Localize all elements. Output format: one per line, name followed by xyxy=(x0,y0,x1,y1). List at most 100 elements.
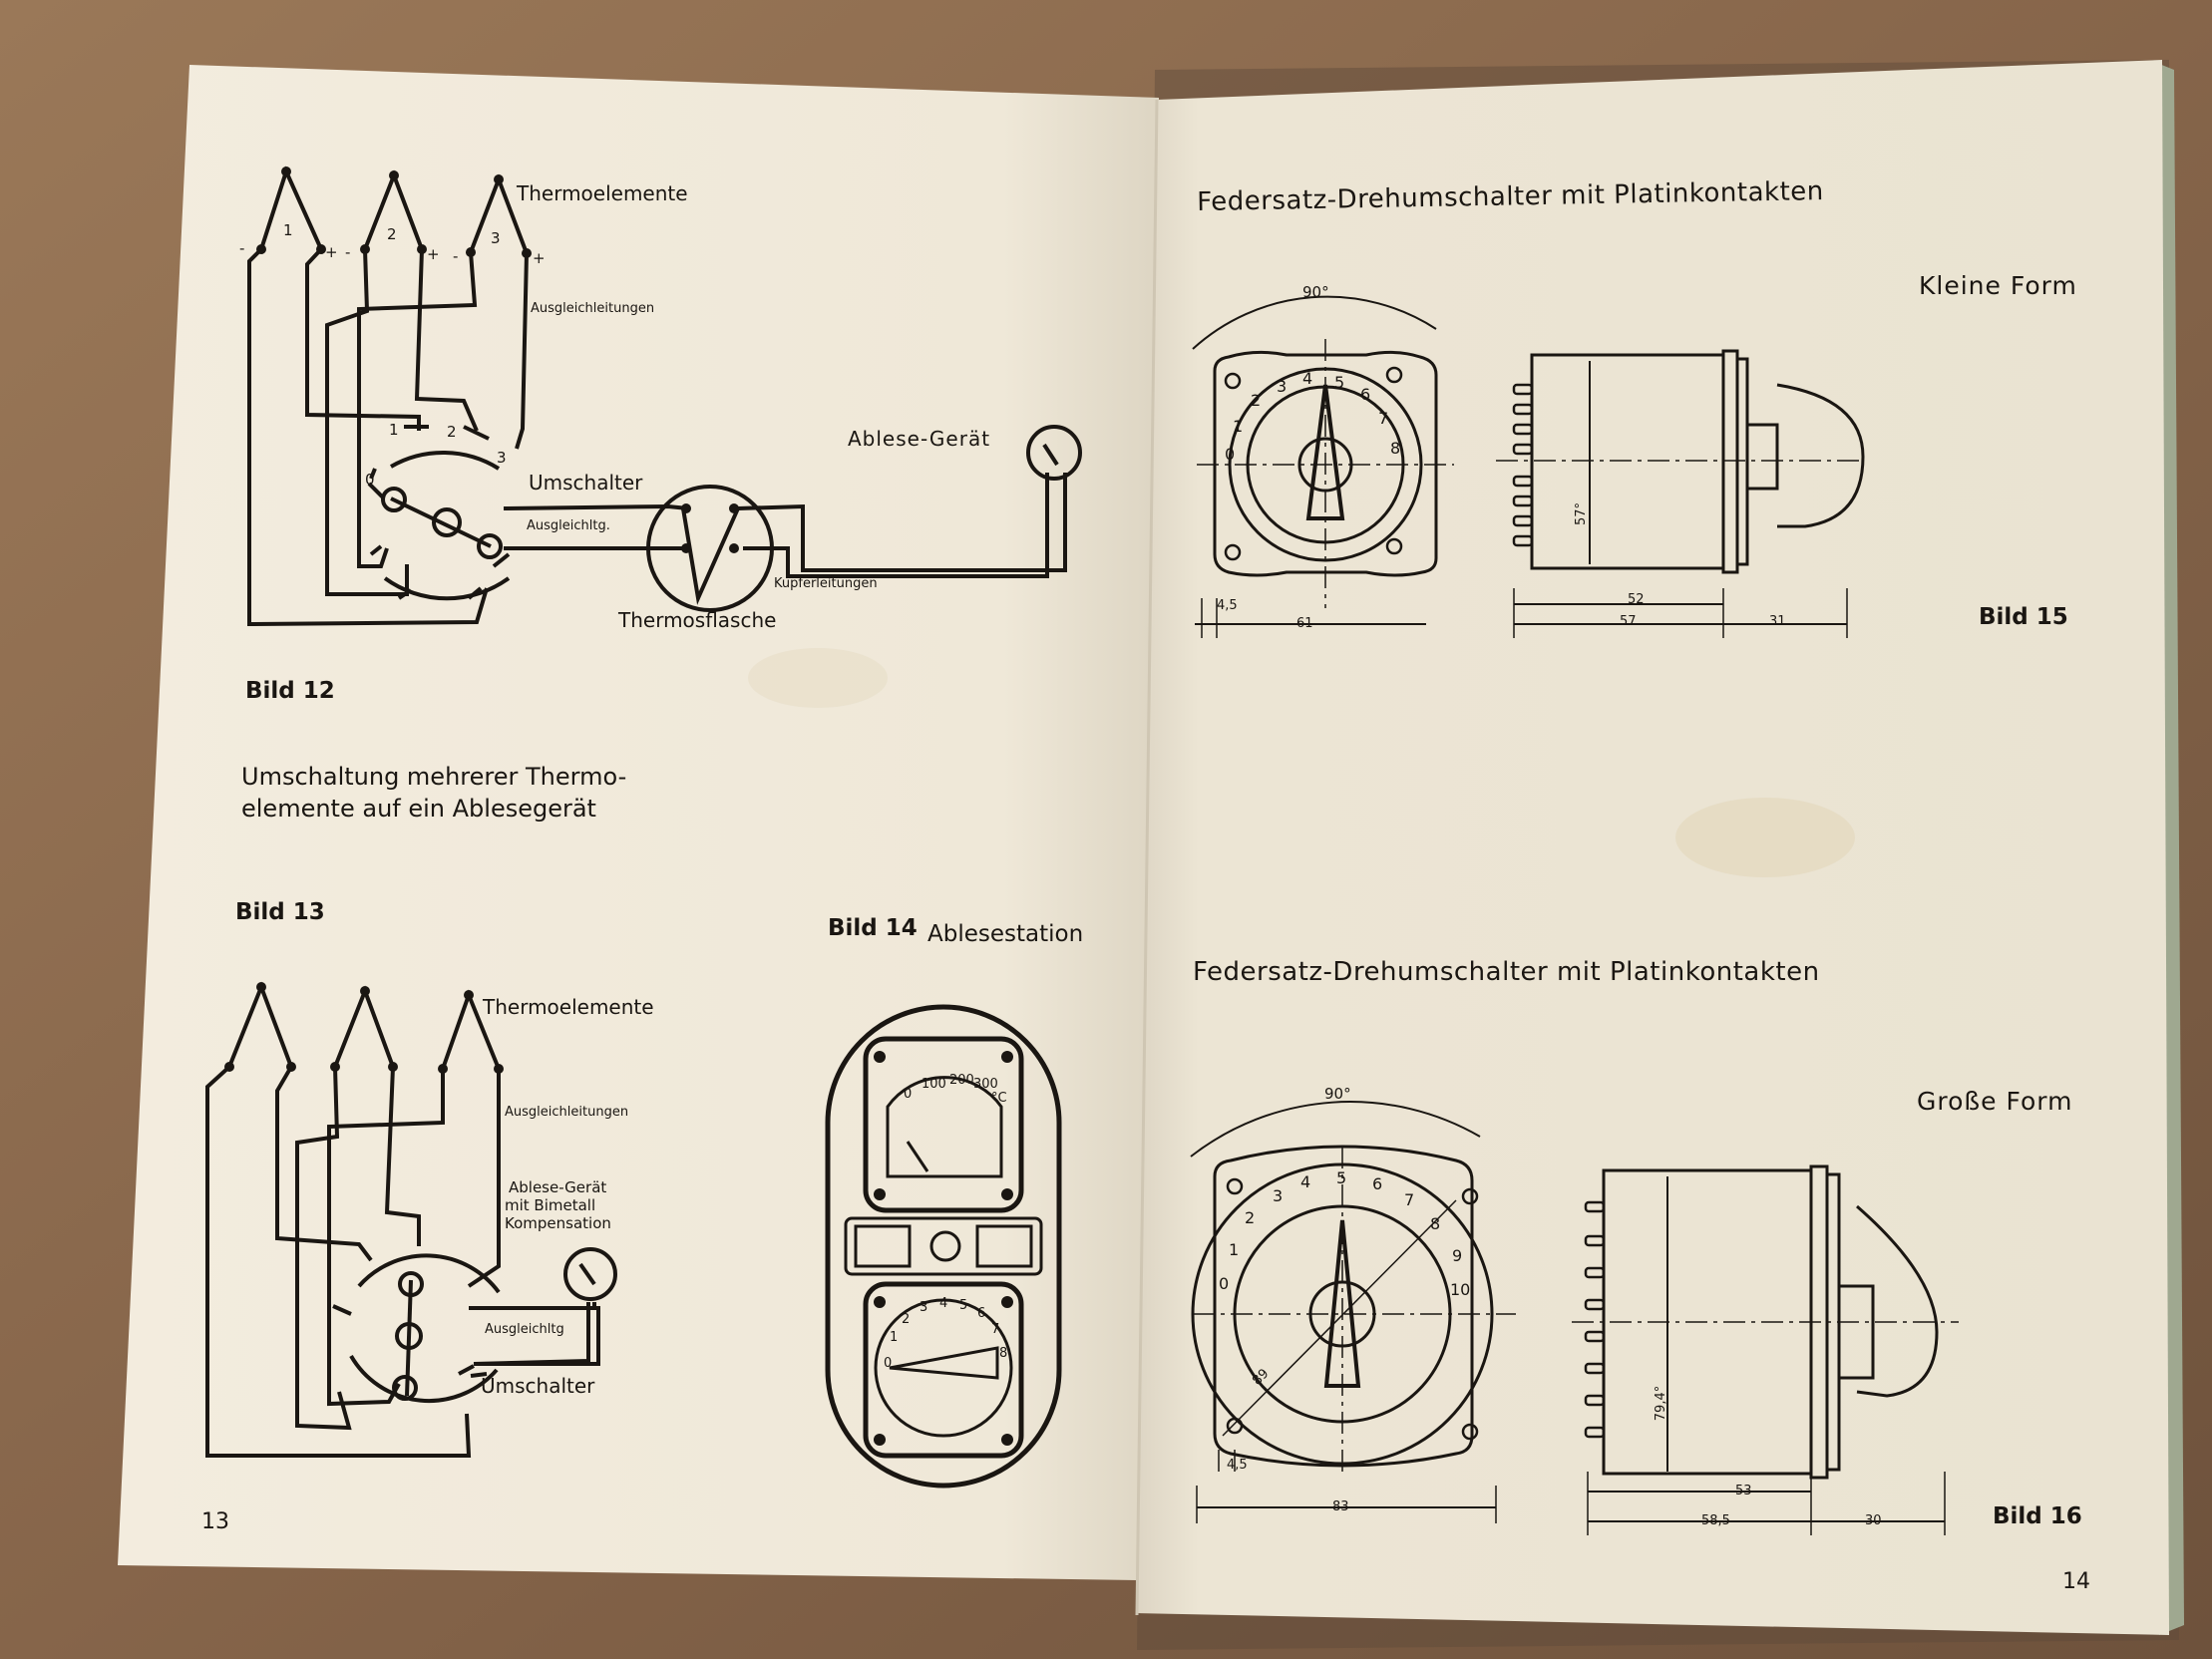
bild15-side-view xyxy=(1496,349,1865,638)
bild16-dim-width: 83 xyxy=(1332,1499,1349,1514)
meter-scale-label: 300 xyxy=(973,1077,998,1092)
dial-number: 0 xyxy=(884,1356,893,1371)
dial-number: 4 xyxy=(1300,1172,1311,1191)
polarity-minus: - xyxy=(345,243,351,261)
switch-position-label: 2 xyxy=(447,423,457,441)
page-gutter xyxy=(1135,99,1159,1616)
dial-number: 3 xyxy=(920,1300,928,1315)
bild16-caption: Bild 16 xyxy=(1993,1503,2082,1529)
bild12-ausgleichltg-label: Ausgleichltg. xyxy=(527,518,610,533)
bild12-thermosflasche-label: Thermosflasche xyxy=(618,608,777,632)
bild12-thermoelemente-label: Thermoelemente xyxy=(517,181,688,205)
dial-number: 6 xyxy=(977,1306,986,1321)
bild12-circuit xyxy=(247,166,1082,627)
dial-number: 1 xyxy=(1233,417,1244,436)
dial-number: 6 xyxy=(1360,385,1371,404)
dial-number: 3 xyxy=(1273,1186,1284,1205)
switch-position-label: 1 xyxy=(389,421,399,439)
page-number-right: 14 xyxy=(2062,1569,2090,1594)
bild15-dim-total: 57 xyxy=(1620,614,1637,629)
bild16-dim-small: 4,5 xyxy=(1227,1458,1248,1473)
dial-number: 4 xyxy=(939,1296,948,1311)
bild12-element-number: 2 xyxy=(387,225,397,243)
bild12-ablese-geraet-label: Ablese-Gerät xyxy=(848,427,991,451)
dial-number: 2 xyxy=(902,1312,911,1327)
bild15-form-label: Kleine Form xyxy=(1919,271,2077,300)
dial-number: 10 xyxy=(1450,1280,1471,1299)
dial-number: 5 xyxy=(959,1298,968,1313)
bild15-dim-knob: 31 xyxy=(1769,614,1786,629)
bild12-element-number: 1 xyxy=(283,221,293,239)
dial-number: 8 xyxy=(1390,439,1401,458)
dial-number: 4 xyxy=(1302,369,1313,388)
bild16-side-pins xyxy=(1584,1200,1606,1439)
polarity-plus: + xyxy=(427,245,440,263)
bild16-front-view xyxy=(1190,1101,1516,1523)
bild16-dim-body: 53 xyxy=(1735,1484,1752,1498)
description-line-2: elemente auf ein Ablesegerät xyxy=(241,795,596,823)
dial-number: 8 xyxy=(999,1346,1008,1361)
dial-number: 2 xyxy=(1245,1208,1256,1227)
meter-scale-label: 0 xyxy=(904,1087,913,1102)
dial-number: 0 xyxy=(1219,1274,1230,1293)
polarity-plus: + xyxy=(325,243,338,261)
paper-stain xyxy=(748,648,888,708)
dial-number: 5 xyxy=(1334,373,1345,392)
bild16-dim-total: 58,5 xyxy=(1701,1513,1730,1528)
bild13-ablese-label-2: mit Bimetall xyxy=(505,1196,596,1214)
bild12-kupferleitungen-label: Kupferleitungen xyxy=(774,576,878,591)
bild15-side-pins xyxy=(1512,383,1534,547)
bild15-screws xyxy=(1224,366,1403,561)
polarity-minus: - xyxy=(239,239,245,257)
dial-number: 6 xyxy=(1372,1174,1383,1193)
bild15-angle-label: 90° xyxy=(1302,283,1329,301)
dial-number: 7 xyxy=(1378,409,1389,428)
polarity-minus: - xyxy=(453,247,459,265)
dial-number: 5 xyxy=(1336,1168,1347,1187)
meter-scale-unit: °C xyxy=(991,1091,1007,1106)
polarity-plus: + xyxy=(533,249,546,267)
bild15-caption: Bild 15 xyxy=(1979,604,2068,630)
bild13-caption: Bild 13 xyxy=(235,899,325,925)
description-line-1: Umschaltung mehrerer Thermo- xyxy=(241,763,627,791)
bild15-front-view xyxy=(1192,295,1454,638)
dial-number: 7 xyxy=(991,1322,1000,1337)
dial-number: 0 xyxy=(1225,445,1236,464)
bild16-dim-knob: 30 xyxy=(1865,1513,1882,1528)
dial-number: 2 xyxy=(1251,391,1262,410)
bild16-angle-label: 90° xyxy=(1324,1085,1351,1103)
dial-number: 1 xyxy=(1229,1240,1240,1259)
dial-number: 3 xyxy=(1277,377,1288,396)
bild13-ausgleichleitungen-label: Ausgleichleitungen xyxy=(505,1105,629,1120)
bild12-element-number: 3 xyxy=(491,229,501,247)
bild16-screws xyxy=(1226,1177,1479,1441)
bild15-dim-width: 61 xyxy=(1296,616,1313,631)
bild16-section-title: Federsatz-Drehumschalter mit Platinkonta… xyxy=(1193,957,1820,987)
right-page xyxy=(1137,60,2169,1635)
bild13-terminals xyxy=(224,982,504,1074)
bild13-ablese-label-1: Ablese-Gerät xyxy=(509,1178,607,1196)
bild12-ausgleichleitungen-label: Ausgleichleitungen xyxy=(531,301,655,316)
bild15-dim-body: 52 xyxy=(1628,592,1645,607)
paper-stain xyxy=(1675,798,1855,877)
switch-position-label: 0 xyxy=(365,471,375,489)
dial-number: 9 xyxy=(1452,1246,1463,1265)
bild15-dim-height: 57° xyxy=(1574,501,1590,526)
bild16-form-label: Große Form xyxy=(1917,1087,2073,1116)
bild13-ausgleichltg-label: Ausgleichltg xyxy=(485,1322,564,1337)
bild13-ablese-label-3: Kompensation xyxy=(505,1214,611,1232)
bild14-screws xyxy=(874,1051,1013,1446)
bild13-thermoelemente-label: Thermoelemente xyxy=(483,995,654,1019)
switch-position-label: 3 xyxy=(497,449,507,467)
meter-scale-label: 100 xyxy=(922,1077,946,1092)
bild14-station xyxy=(825,1004,1062,1489)
bild16-dim-height: 79,4° xyxy=(1654,1385,1669,1422)
bild15-dim-small: 4,5 xyxy=(1217,598,1238,613)
meter-scale-label: 200 xyxy=(949,1073,974,1088)
bild12-umschalter-label: Umschalter xyxy=(529,471,643,495)
dial-number: 7 xyxy=(1404,1190,1415,1209)
page-number-left: 13 xyxy=(201,1509,229,1534)
dial-number: 8 xyxy=(1430,1214,1441,1233)
bild14-title: Ablesestation xyxy=(927,921,1084,947)
